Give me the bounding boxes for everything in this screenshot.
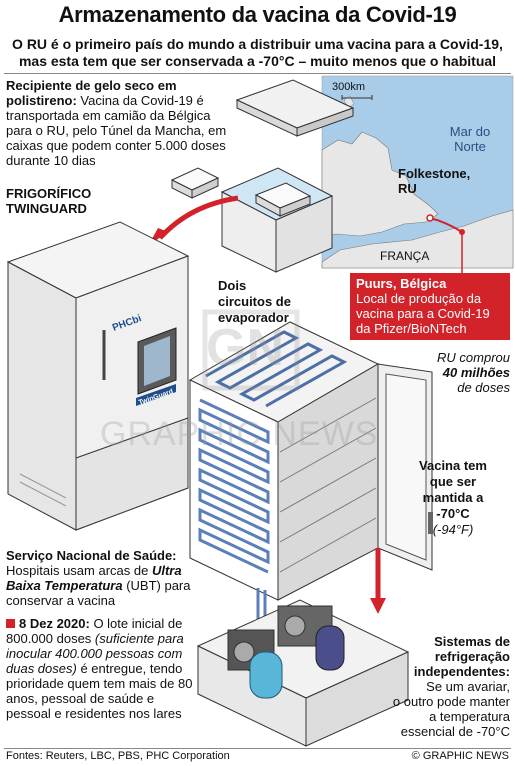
- sources: Fontes: Reuters, LBC, PBS, PHC Corporati…: [6, 750, 230, 762]
- red-bullet-icon: [6, 619, 15, 628]
- map-france-label: FRANÇA: [380, 249, 430, 263]
- temperature-label: Vacina tem que ser mantida a -70°C (-94°…: [419, 458, 487, 537]
- base-unit-drawing: [196, 599, 410, 747]
- map-uk: [321, 131, 439, 239]
- freezer-drawing: [6, 221, 190, 531]
- watermark-text: GRAPHIC NEWS: [100, 415, 379, 453]
- compressor-left: [249, 651, 283, 699]
- puurs-callout: Puurs, Bélgica Local de produção da vaci…: [350, 273, 510, 340]
- watermark: [202, 309, 300, 391]
- footer-divider: [4, 748, 511, 749]
- icebox-caption: Recipiente de gelo seco em polistireno: …: [6, 78, 227, 168]
- door-handle: [428, 512, 433, 534]
- copyright: © GRAPHIC NEWS: [411, 750, 509, 762]
- folkestone-marker: [426, 214, 434, 222]
- title-divider: [4, 73, 511, 74]
- map-scale-label: 300km: [332, 81, 366, 93]
- cabinet-drawing: [188, 321, 433, 632]
- circuits-label: Dois circuitos de evaporador: [218, 278, 291, 325]
- icebox-drawing: [170, 79, 355, 273]
- delivery-caption: 8 Dez 2020: O lote inicial de 800.000 do…: [6, 616, 193, 721]
- compressor-right: [315, 625, 345, 671]
- map-continent: [321, 209, 514, 269]
- watermark-logo: GN: [206, 319, 284, 377]
- evaporator-coil: [198, 330, 348, 574]
- subtitle: O RU é o primeiro país do mundo a distri…: [12, 36, 503, 69]
- uk-bought-label: RU comprou 40 milhões de doses: [437, 350, 510, 395]
- freezer-side: [7, 261, 77, 531]
- nhs-caption: Serviço Nacional de Saúde: Hospitais usa…: [6, 548, 191, 608]
- locator-map: [321, 75, 514, 273]
- systems-caption: Sistemas de refrigeração independentes: …: [392, 634, 510, 739]
- page-title: Armazenamento da vacina da Covid-19: [58, 2, 457, 27]
- map-folkestone-label: Folkestone,RU: [398, 166, 471, 196]
